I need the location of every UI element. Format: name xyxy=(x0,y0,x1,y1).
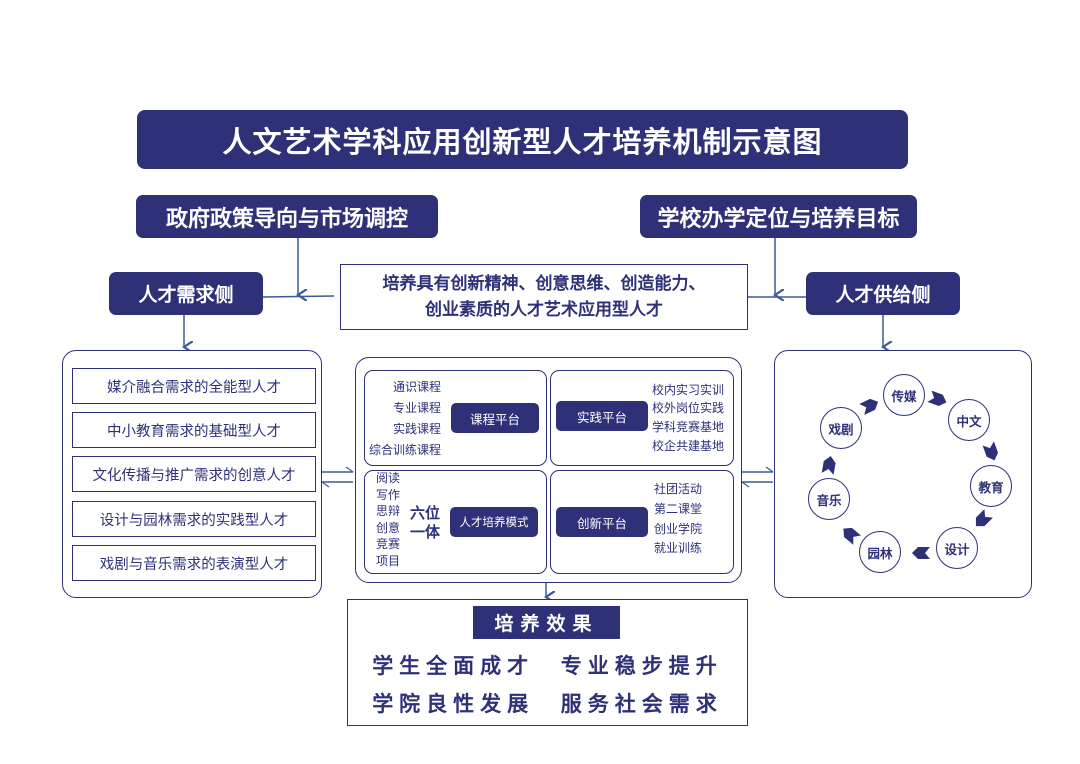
innovation-item: 创业学院 xyxy=(654,522,703,536)
cycle-node-design: 设计 xyxy=(936,527,978,569)
six-item: 项目 xyxy=(376,553,401,568)
practice-item: 校企共建基地 xyxy=(652,439,725,453)
demand-item: 媒介融合需求的全能型人才 xyxy=(72,368,316,404)
cycle-node-chinese: 中文 xyxy=(948,399,990,441)
training-model-box: 阅读 写作 思辩 创意 竞赛 项目 六位 一体 人才培养模式 xyxy=(364,470,547,574)
cycle-arrows xyxy=(821,390,999,559)
practice-item: 学科竞赛基地 xyxy=(652,420,725,434)
cycle-arrow-icon xyxy=(859,398,879,415)
practice-platform-box: 实践平台 校内实习实训 校外岗位实践 学科竞赛基地 校企共建基地 xyxy=(550,370,734,466)
policy-market-box: 政府政策导向与市场调控 xyxy=(136,195,438,238)
training-result-box: 培养效果 学生全面成才 专业稳步提升 学院良性发展 服务社会需求 xyxy=(347,599,748,726)
training-model-label: 人才培养模式 xyxy=(450,507,538,537)
cycle-arrow-icon xyxy=(843,527,861,545)
course-item: 通识课程 xyxy=(393,380,442,394)
six-item: 竞赛 xyxy=(376,537,401,551)
demand-item: 设计与园林需求的实践型人才 xyxy=(72,501,316,537)
innovation-item: 就业训练 xyxy=(654,541,703,555)
cycle-node-education: 教育 xyxy=(970,465,1012,507)
demand-panel: 媒介融合需求的全能型人才 中小教育需求的基础型人才 文化传播与推广需求的创意人才… xyxy=(62,350,322,598)
practice-item: 校外岗位实践 xyxy=(652,401,725,415)
cycle-node-media: 传媒 xyxy=(883,374,925,416)
practice-item: 校内实习实训 xyxy=(652,383,725,397)
result-line-1: 学生全面成才 专业稳步提升 xyxy=(372,654,723,678)
practice-platform-label: 实践平台 xyxy=(556,401,648,431)
cycle-node-music: 音乐 xyxy=(808,478,850,520)
supply-panel: 传媒 中文 教育 设计 园林 音乐 戏剧 xyxy=(774,350,1032,598)
cycle-arrow-icon xyxy=(912,547,930,559)
demand-side-label: 人才需求侧 xyxy=(109,272,263,315)
result-line-2: 学院良性发展 服务社会需求 xyxy=(372,692,723,716)
demand-item: 戏剧与音乐需求的表演型人才 xyxy=(72,545,316,581)
demand-item: 中小教育需求的基础型人才 xyxy=(72,412,316,448)
supply-side-label: 人才供给侧 xyxy=(806,272,960,315)
six-in-one-label: 六位 一体 xyxy=(410,504,440,542)
six-label-line-1: 六位 xyxy=(410,504,441,522)
cycle-node-landscape: 园林 xyxy=(859,531,901,573)
course-platform-box: 通识课程 专业课程 实践课程 综合训练课程 课程平台 xyxy=(364,370,547,466)
result-title: 培养效果 xyxy=(473,606,620,639)
cycle-arrow-icon xyxy=(982,441,999,461)
six-items: 阅读 写作 思辩 创意 竞赛 项目 xyxy=(376,470,400,569)
demand-item: 文化传播与推广需求的创意人才 xyxy=(72,456,316,492)
course-item: 综合训练课程 xyxy=(369,443,442,457)
six-item: 创意 xyxy=(376,520,401,535)
course-item: 实践课程 xyxy=(393,422,442,436)
six-item: 写作 xyxy=(376,487,401,502)
innovation-item: 社团活动 xyxy=(654,482,703,496)
cycle-arrow-icon xyxy=(821,456,836,475)
school-goal-box: 学校办学定位与培养目标 xyxy=(640,195,917,238)
training-goal-box: 培养具有创新精神、创意思维、创造能力、 创业素质的人才艺术应用型人才 xyxy=(340,264,748,330)
innovation-platform-label: 创新平台 xyxy=(556,507,648,537)
cycle-arrow-icon xyxy=(927,390,947,407)
platforms-panel: 通识课程 专业课程 实践课程 综合训练课程 课程平台 实践平台 校内实习实训 校… xyxy=(355,357,742,583)
six-item: 思辩 xyxy=(376,504,401,518)
goal-line-1: 培养具有创新精神、创意思维、创造能力、 xyxy=(382,274,706,294)
cycle-node-drama: 戏剧 xyxy=(820,407,862,449)
innovation-item: 第二课堂 xyxy=(654,502,703,516)
course-platform-label: 课程平台 xyxy=(451,403,539,433)
diagram-title: 人文艺术学科应用创新型人才培养机制示意图 xyxy=(137,110,908,169)
cycle-arrow-icon xyxy=(975,509,993,527)
six-item: 阅读 xyxy=(376,471,401,485)
innovation-platform-box: 创新平台 社团活动 第二课堂 创业学院 就业训练 xyxy=(550,470,734,574)
line-demand-goal xyxy=(262,295,335,298)
course-item: 专业课程 xyxy=(393,401,442,415)
six-label-line-2: 一体 xyxy=(410,523,441,541)
goal-line-2: 创业素质的人才艺术应用型人才 xyxy=(425,300,663,320)
